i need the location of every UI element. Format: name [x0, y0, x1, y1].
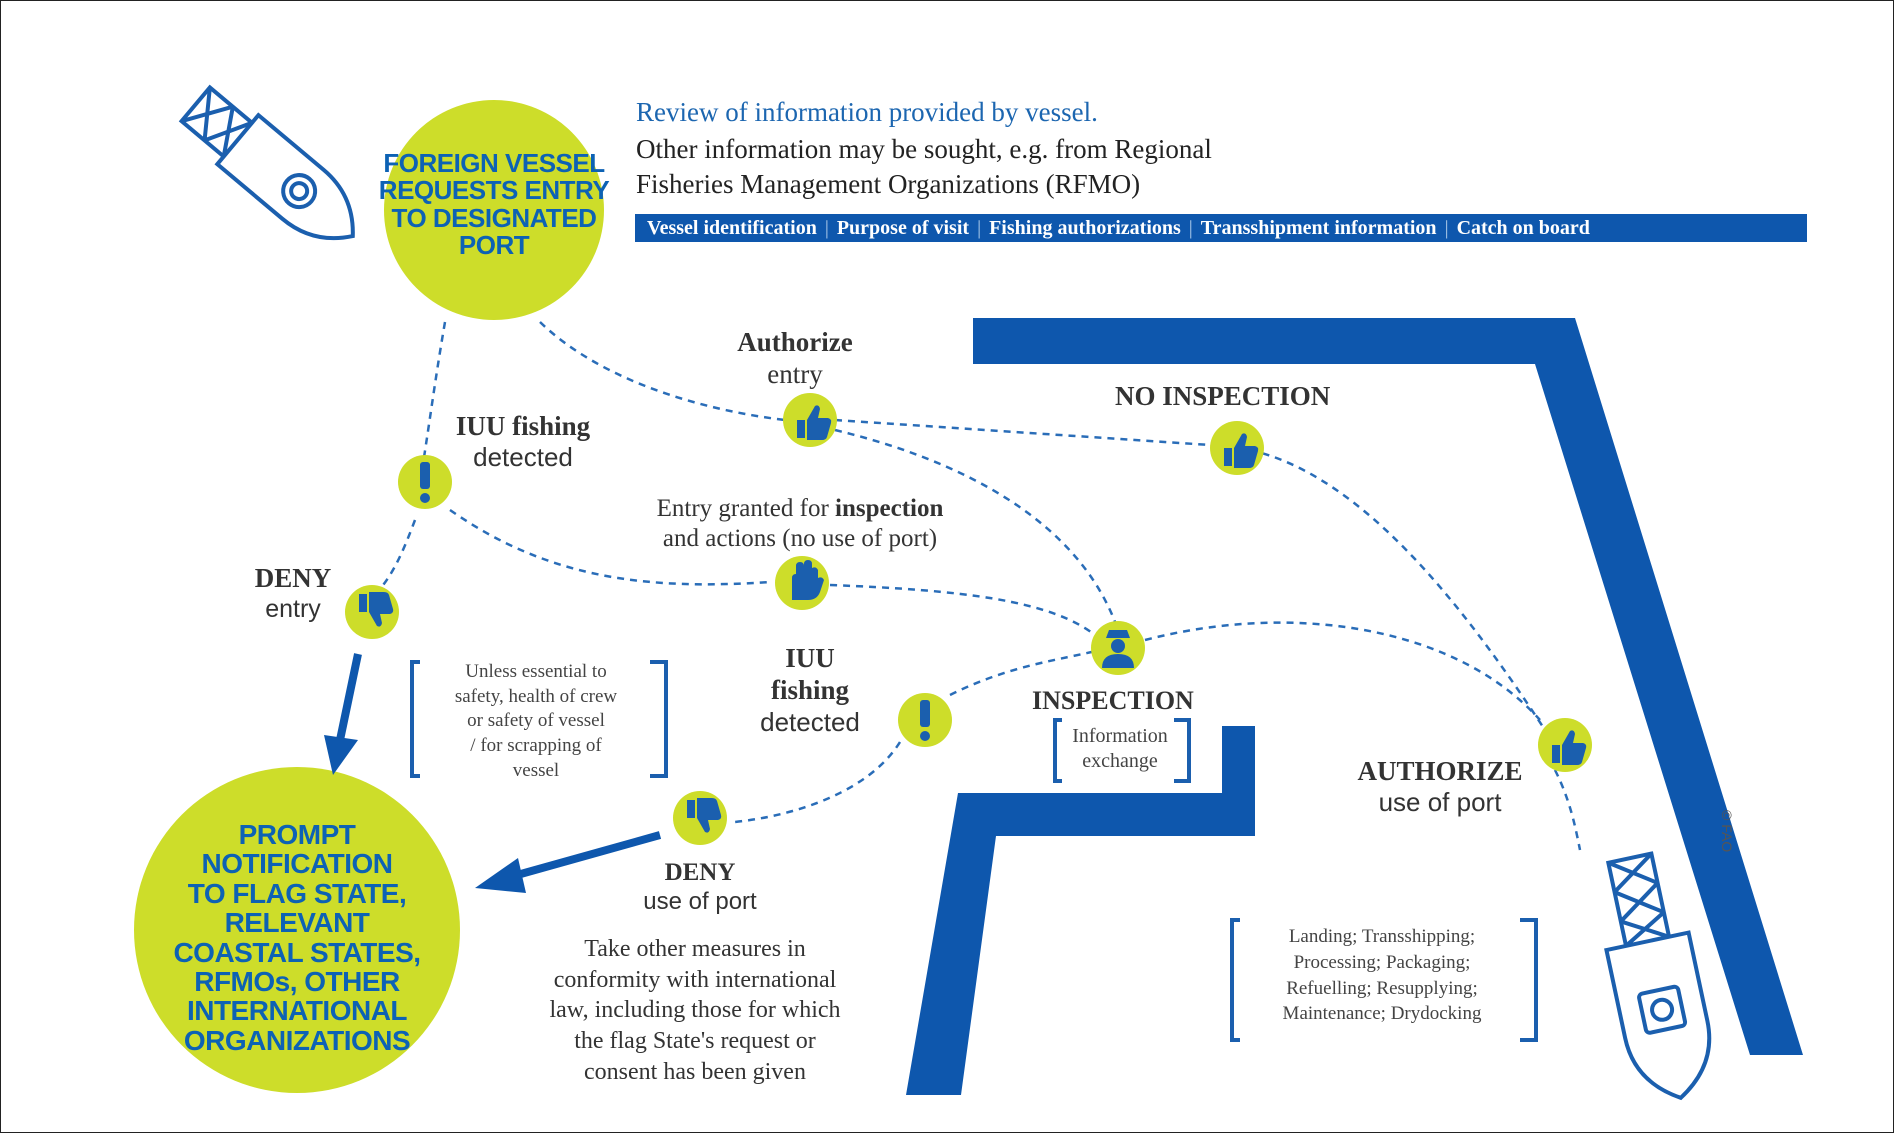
- port-uses-note: Landing; Transshipping;Processing; Packa…: [1282, 926, 1482, 1025]
- hand-stop-icon: [775, 556, 829, 610]
- no-inspection-label: NO INSPECTION: [1115, 381, 1331, 411]
- inspector-icon: [1091, 621, 1145, 675]
- inspection-label: INSPECTION: [1032, 686, 1194, 715]
- info-bar-item: Vessel identification: [647, 217, 817, 239]
- thumbs-up-icon: [1210, 421, 1264, 475]
- entry-granted-label: Entry granted for inspection and actions…: [656, 495, 944, 552]
- vessel-icon: [178, 84, 355, 241]
- exclamation-icon: [898, 693, 952, 747]
- bracket-mask: [1240, 918, 1520, 1042]
- vessel-icon: [1604, 851, 1712, 1101]
- bracket-mask: [1062, 718, 1174, 783]
- port-wall-lower: [906, 726, 1255, 1095]
- notify-circle: [134, 767, 460, 1093]
- fao-credit: © FAO: [1719, 810, 1735, 853]
- info-bar: Vessel identification|Purpose of visit|F…: [635, 214, 1807, 242]
- info-bar-item: Catch on board: [1456, 217, 1590, 239]
- thumbs-down-icon: [345, 585, 399, 639]
- start-circle: [384, 100, 604, 320]
- thumbs-down-icon: [673, 791, 727, 845]
- intro-line-3: Fisheries Management Organizations (RFMO…: [636, 169, 1141, 199]
- dashed-paths: [369, 321, 1582, 851]
- intro-line-2: Other information may be sought, e.g. fr…: [636, 134, 1212, 164]
- thumbs-up-icon: [1538, 718, 1592, 772]
- info-bar-item: Transshipment information: [1200, 217, 1437, 239]
- thumbs-up-icon: [783, 393, 837, 447]
- arrow-deny-port: [475, 831, 662, 893]
- info-bar-item: Fishing authorizations: [989, 217, 1181, 239]
- arrow-deny-entry: [324, 653, 362, 775]
- exclamation-icon: [398, 455, 452, 509]
- bracket-mask: [420, 660, 650, 778]
- info-bar-item: Purpose of visit: [836, 217, 970, 239]
- intro-title: Review of information provided by vessel…: [636, 97, 1098, 127]
- port-wall-upper: [973, 318, 1803, 1055]
